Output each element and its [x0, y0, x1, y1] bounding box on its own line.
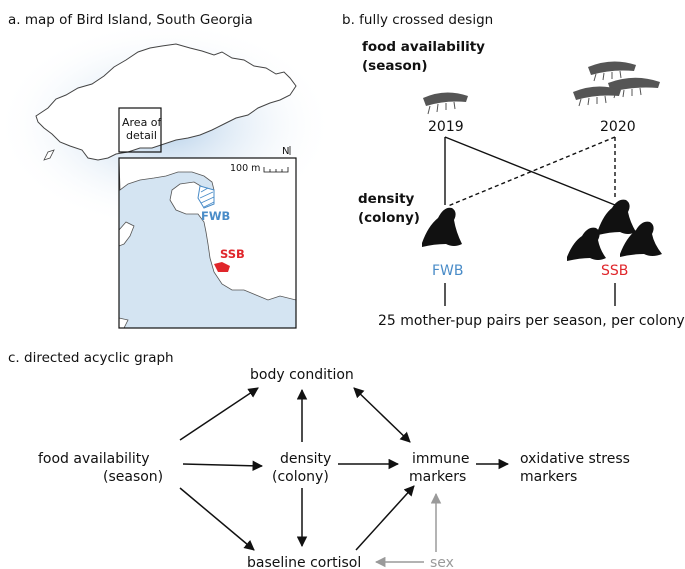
- node-immune-1: immune: [412, 451, 470, 467]
- ssb-map-label: SSB: [220, 247, 245, 261]
- area-of-detail-label-1: Area of: [122, 116, 163, 129]
- node-density-2: (colony): [272, 469, 329, 485]
- edge-body-immune: [353, 387, 411, 443]
- edge-food-cortisol: [179, 487, 255, 551]
- node-food-2: (season): [103, 469, 163, 485]
- node-oxidative-1: oxidative stress: [520, 451, 630, 467]
- line-2020-fwb: [447, 136, 616, 207]
- krill-icon-2020a: [588, 61, 636, 82]
- line-2019-ssb: [444, 136, 616, 206]
- node-oxidative-2: markers: [520, 469, 577, 485]
- inset-land-west: [119, 221, 135, 247]
- inset-islet: [119, 317, 129, 328]
- ssb-colony-area: [214, 262, 230, 272]
- inset-map: FWB SSB 100 m N: [118, 146, 297, 329]
- factor1-label-2: (season): [362, 58, 428, 74]
- year-2020: 2020: [600, 119, 636, 135]
- dag-edges-sex: [374, 492, 442, 568]
- area-of-detail-label-2: detail: [126, 129, 157, 142]
- node-immune-2: markers: [409, 469, 466, 485]
- panel-b-footer: 25 mother-pup pairs per season, per colo…: [378, 313, 685, 329]
- factor1-label-1: food availability: [362, 39, 485, 55]
- node-body-condition: body condition: [250, 367, 354, 383]
- panel-b-title: b. fully crossed design: [342, 12, 493, 28]
- node-food-1: food availability: [38, 451, 150, 467]
- colony-fwb-label: FWB: [432, 263, 464, 279]
- edge-food-density: [182, 460, 264, 472]
- inset-land: [119, 158, 296, 301]
- node-sex: sex: [430, 555, 454, 569]
- north-label: N: [282, 146, 289, 157]
- scale-label: 100 m: [230, 163, 260, 174]
- factor2-label-2: (colony): [358, 210, 420, 226]
- colony-ssb-label: SSB: [601, 263, 628, 279]
- factor2-label-1: density: [358, 191, 415, 207]
- island-outline: [35, 43, 297, 161]
- fwb-colony-area: [197, 185, 215, 209]
- edge-cortisol-immune: [355, 485, 415, 551]
- seal-icon-fwb: [422, 207, 462, 247]
- seal-icon-ssb-2: [567, 227, 606, 261]
- krill-icon-2020c: [573, 86, 621, 107]
- panel-c-title: c. directed acyclic graph: [8, 350, 174, 366]
- scale-bar: [263, 167, 289, 173]
- node-density-1: density: [280, 451, 331, 467]
- year-2019: 2019: [428, 119, 464, 135]
- area-of-detail-box: [118, 107, 162, 153]
- inset-frame: [118, 157, 297, 329]
- krill-icon-2019: [423, 92, 468, 115]
- fwb-map-label: FWB: [201, 209, 230, 223]
- node-cortisol: baseline cortisol: [247, 555, 361, 569]
- seal-icon-ssb-3: [620, 221, 662, 257]
- edge-food-body: [179, 387, 259, 441]
- dag-edges: [179, 387, 510, 551]
- islet: [43, 149, 55, 161]
- seal-icon-ssb-1: [598, 199, 636, 235]
